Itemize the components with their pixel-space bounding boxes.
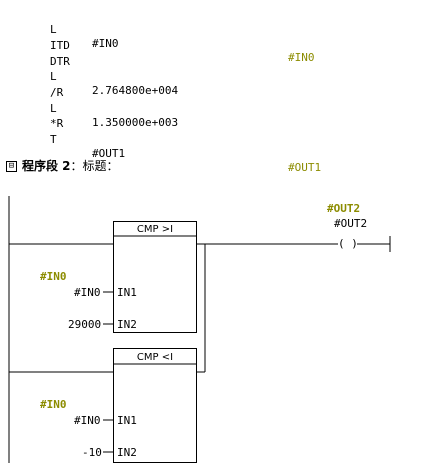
stl-operand: #IN0 [92, 37, 119, 50]
stl-operation: DTR [50, 55, 70, 68]
stl-symbol-comment: #OUT1 [288, 161, 322, 174]
in1-symbol-name: #IN0 [40, 270, 67, 283]
pin-label-in1: IN1 [117, 414, 137, 427]
cmp-gt-block[interactable] [113, 221, 197, 333]
pin-label-in1: IN1 [117, 286, 137, 299]
stl-operation: /R [50, 86, 64, 99]
stl-operand: 2.764800e+004 [92, 84, 179, 97]
stl-operation: ITD [50, 39, 70, 52]
in1-operand[interactable]: #IN0 [74, 414, 101, 427]
stl-operation: *R [50, 117, 64, 130]
in2-operand[interactable]: -10 [82, 446, 102, 459]
block-title[interactable]: CMP <I [136, 352, 174, 363]
network-title[interactable]: ：标题： [70, 159, 119, 173]
stl-line[interactable]: /R [0, 72, 63, 99]
stl-line[interactable]: L 1.350000e+003 [0, 88, 178, 129]
pin-label-in2: IN2 [117, 446, 137, 459]
collapse-toggle-icon[interactable]: ⊟ [6, 161, 17, 172]
network-label: 程序段 2 [22, 159, 71, 173]
stl-operation: L [50, 70, 57, 83]
block-title[interactable]: CMP >I [136, 224, 174, 235]
stl-line[interactable]: T #OUT1 #OUT1 [0, 119, 321, 174]
in2-operand[interactable]: 29000 [68, 318, 102, 331]
cmp-lt-block[interactable] [113, 348, 197, 463]
stl-operation: T [50, 133, 57, 146]
coil-symbol-name: #OUT2 [327, 202, 361, 215]
stl-operand: #OUT1 [92, 147, 126, 160]
stl-line[interactable]: DTR [0, 41, 70, 68]
stl-operation: L [50, 23, 57, 36]
stl-line[interactable]: L #IN0 #IN0 [0, 9, 315, 64]
stl-line[interactable]: *R [0, 103, 63, 130]
stl-operand: 1.350000e+003 [92, 116, 179, 129]
stl-symbol-comment: #IN0 [288, 51, 315, 64]
coil-operand[interactable]: #OUT2 [334, 217, 368, 230]
in1-operand[interactable]: #IN0 [74, 286, 101, 299]
stl-line[interactable]: ITD [0, 25, 70, 52]
network-header[interactable]: ⊟ 程序段 2：标题： [6, 157, 119, 175]
pin-label-in2: IN2 [117, 318, 137, 331]
stl-operation: L [50, 102, 57, 115]
in1-symbol-name: #IN0 [40, 398, 67, 411]
output-coil[interactable]: ( ) [338, 237, 358, 250]
stl-line[interactable]: L 2.764800e+004 [0, 56, 178, 97]
